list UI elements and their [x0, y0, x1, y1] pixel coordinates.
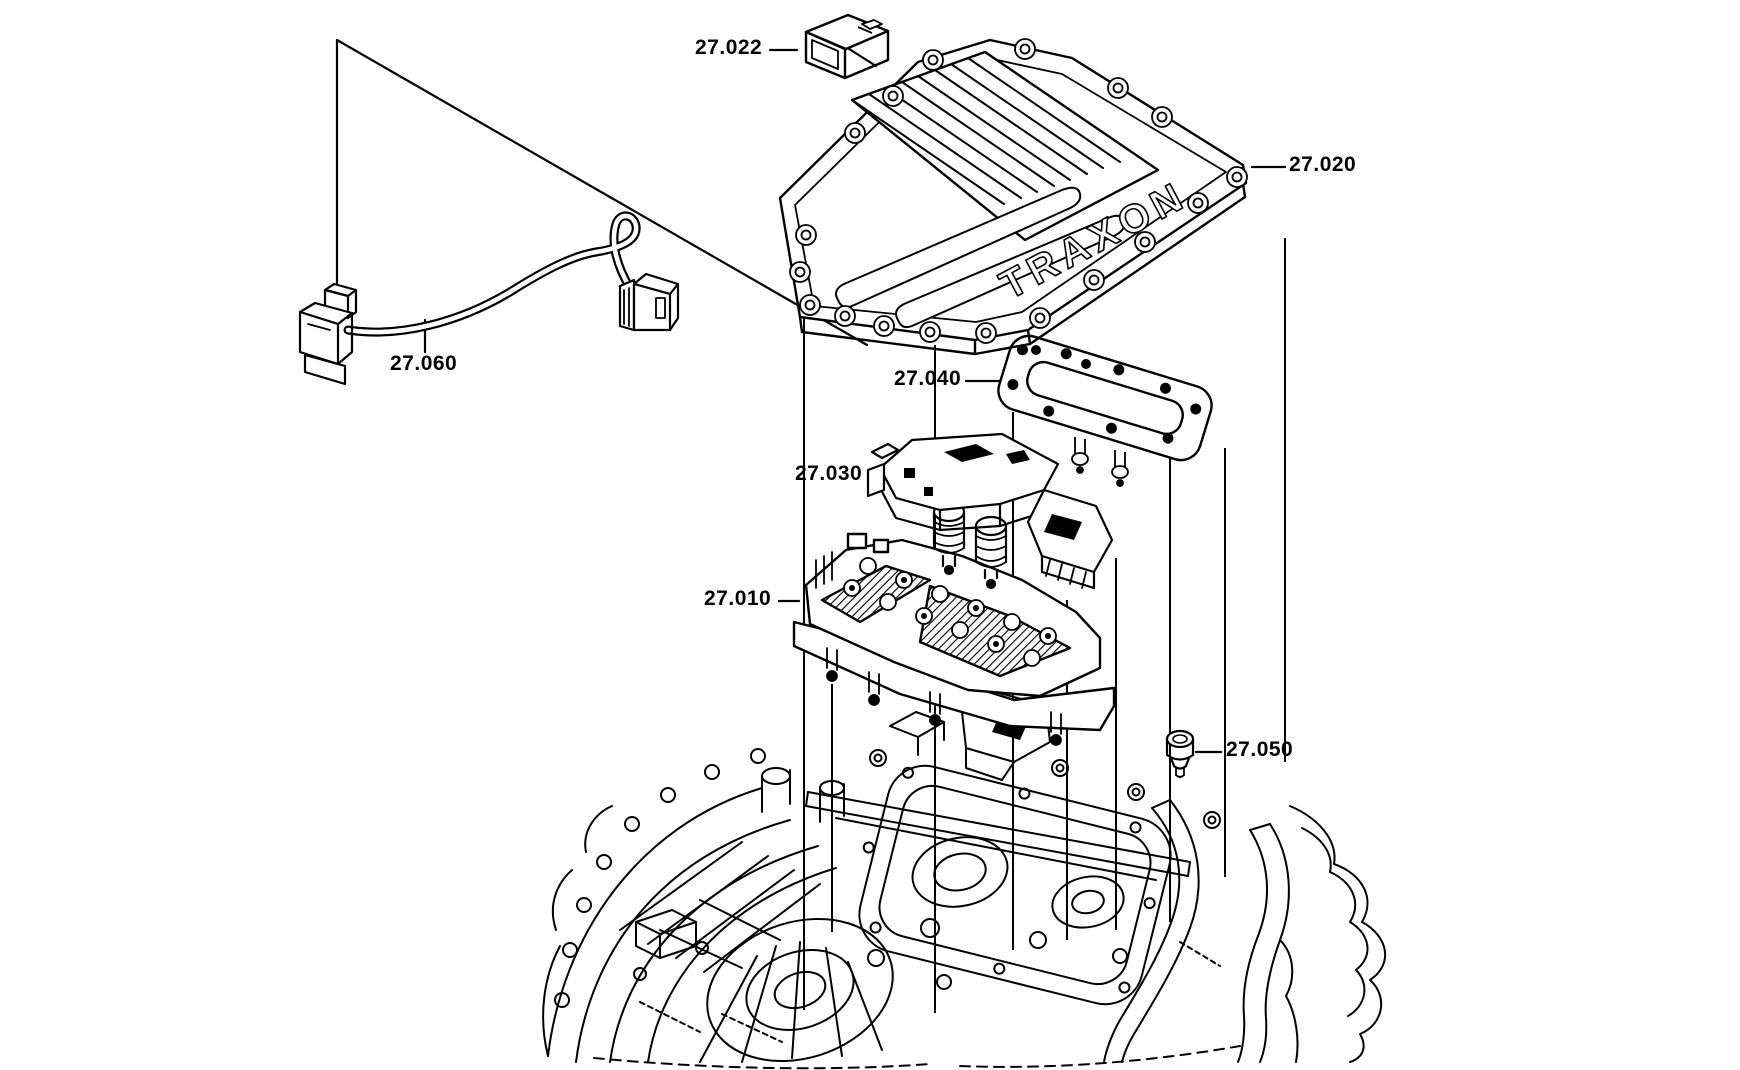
part-label-27-020: 27.020 — [1289, 153, 1357, 176]
part-drawing-27-020-cover: TRAXON — [778, 38, 1248, 356]
part-label-27-060: 27.060 — [390, 352, 458, 375]
part-label-27-040: 27.040 — [894, 367, 962, 390]
part-label-27-010: 27.010 — [704, 587, 772, 610]
part-label-27-022: 27.022 — [695, 36, 763, 59]
part-drawing-27-010-valve-block — [792, 532, 1116, 746]
part-label-27-050: 27.050 — [1226, 738, 1294, 761]
part-drawing-27-050-plug — [1165, 729, 1195, 778]
label-leader-lines — [335, 38, 1287, 754]
transmission-housing-drawing — [542, 691, 1387, 1070]
part-drawing-27-040-plate — [997, 334, 1213, 487]
part-drawing-27-060-cable — [298, 211, 680, 386]
part-drawing-27-022-cap — [804, 13, 890, 80]
part-drawing-27-030-control-module — [866, 432, 1114, 590]
part-label-27-030: 27.030 — [795, 462, 863, 485]
